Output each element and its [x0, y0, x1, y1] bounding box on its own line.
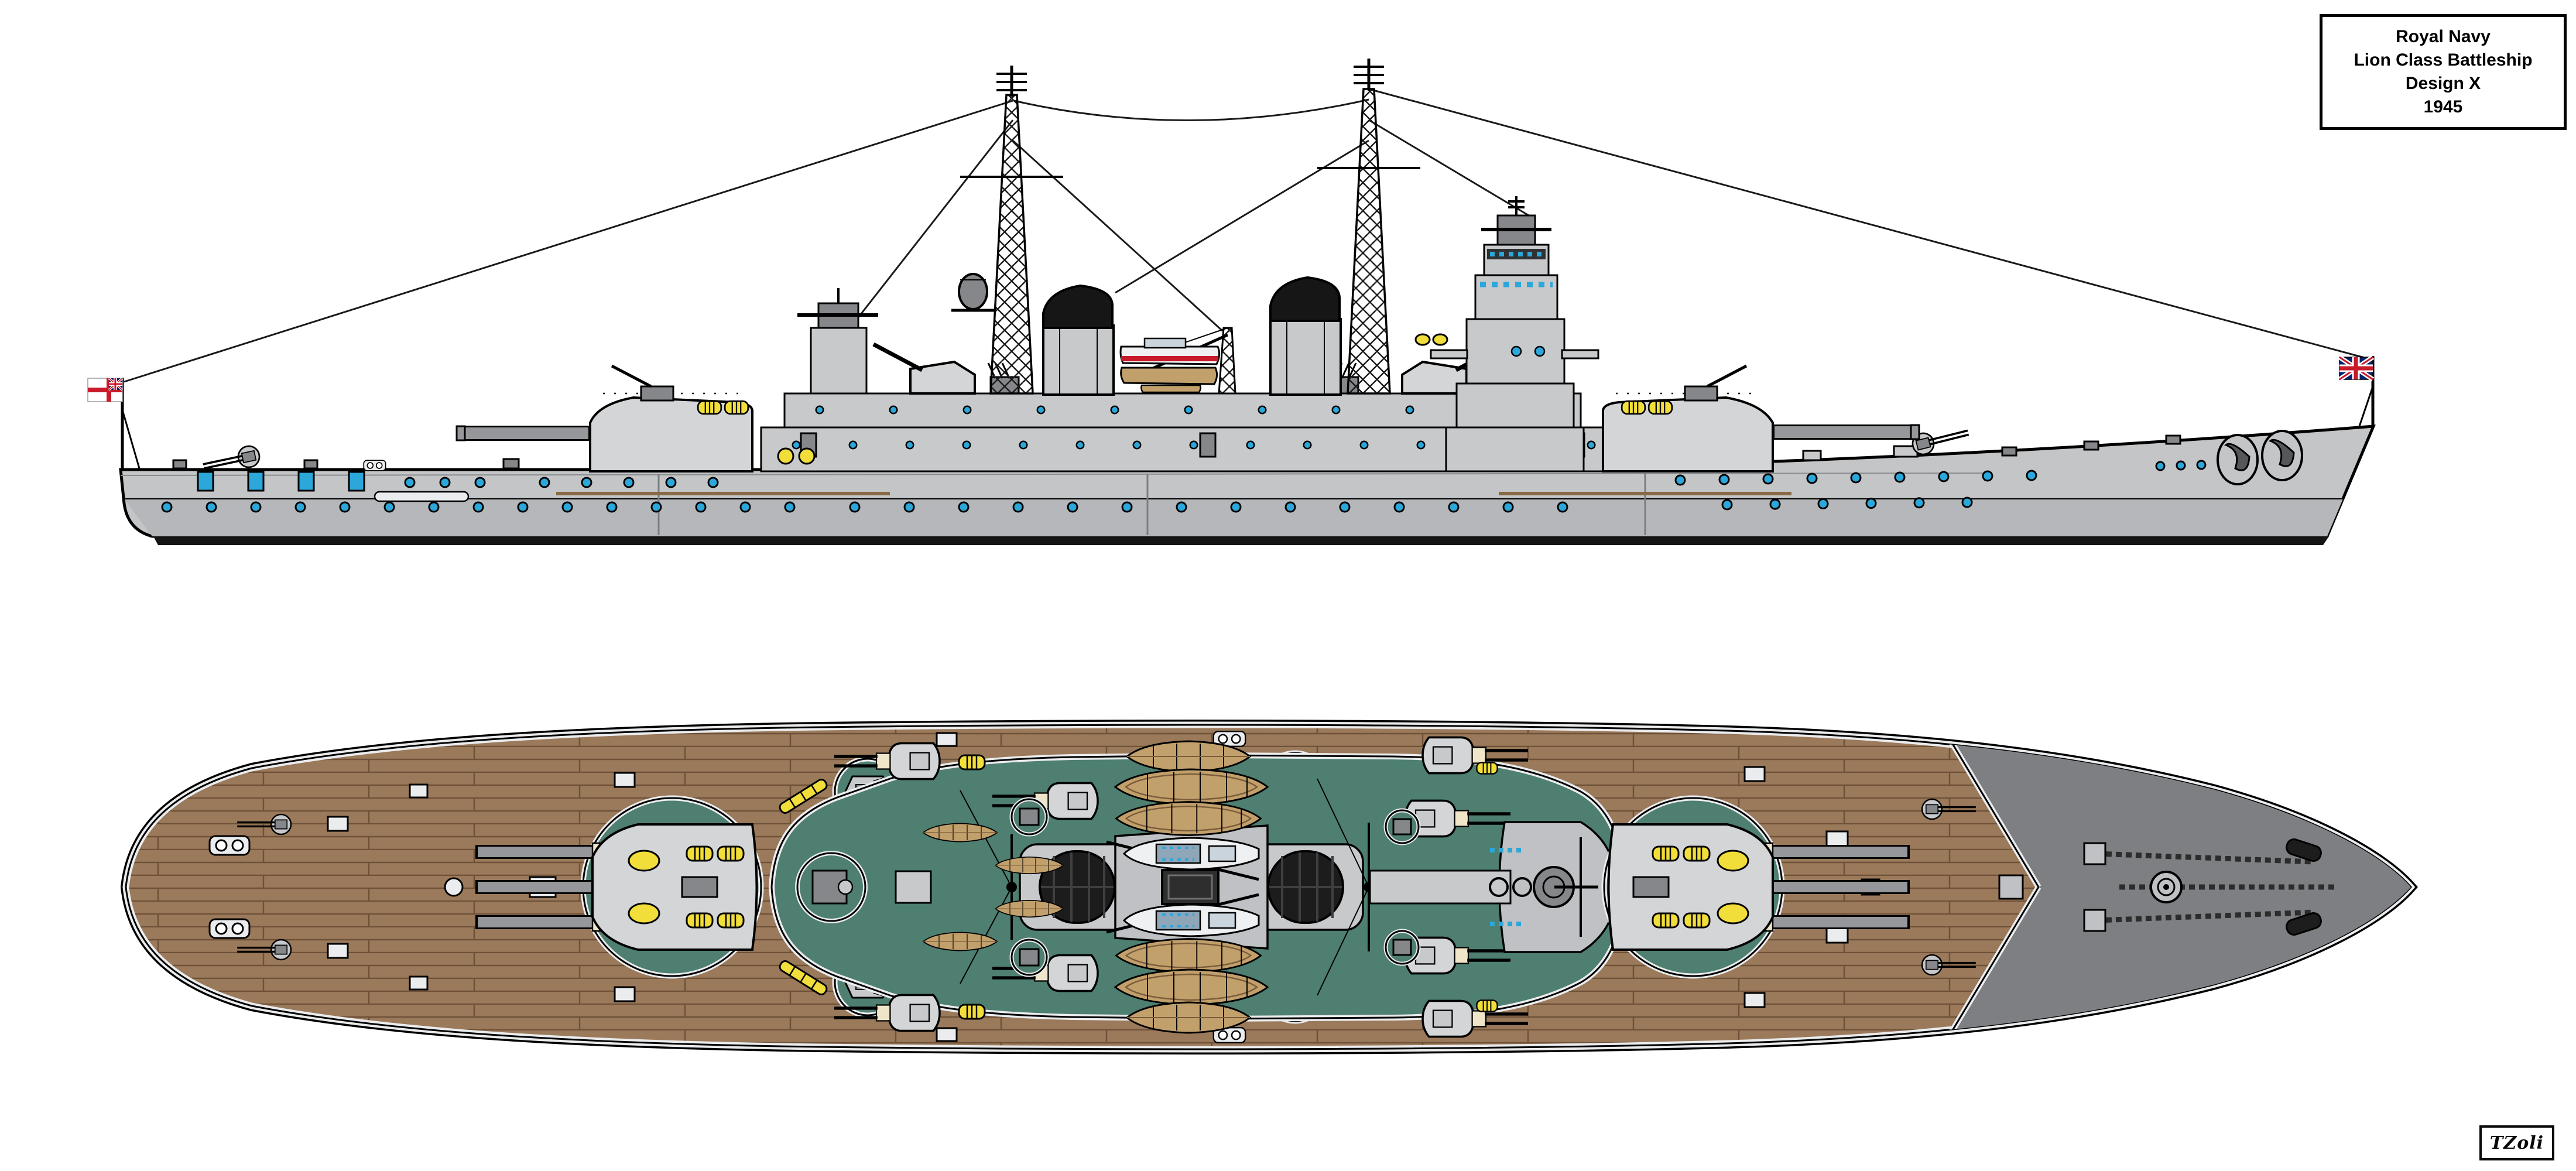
yagi-antenna-icon: [996, 69, 1027, 97]
bridge-plan: [1369, 821, 1618, 953]
bollards: [208, 835, 251, 856]
title-line-year: 1945: [2423, 97, 2463, 117]
aft-funnel-side: [1042, 284, 1115, 396]
secondary-turret-side-aft: [872, 342, 976, 395]
artist-signature-box: TZoli: [2479, 1125, 2554, 1160]
stowed-boats-side: [1119, 337, 1221, 393]
side-profile-view: [87, 59, 2376, 545]
rigging-wires: [124, 88, 2372, 383]
anchor-gear-plan: [1998, 838, 2336, 936]
boat-deck-plan: [923, 740, 1269, 1034]
foremast-lattice: [1317, 59, 1420, 395]
turret-roof-bofors: [611, 364, 674, 402]
mainmast-lattice: [960, 66, 1063, 395]
forward-main-turret-plan: [1601, 795, 1910, 979]
deckhouse-plan: [895, 870, 932, 904]
aft-main-turret-side: [455, 364, 753, 472]
searchlight: [951, 273, 995, 312]
bow-anchors: [2217, 430, 2303, 485]
title-line-class: Lion Class Battleship: [2354, 50, 2533, 70]
forward-main-turret-side: [1602, 364, 1920, 472]
artist-signature: TZoli: [2489, 1132, 2544, 1153]
aft-director-tower: [797, 288, 878, 395]
stern-windows: [197, 471, 365, 492]
rope-coil: [798, 447, 816, 465]
boot-topping: [153, 536, 2329, 545]
deck-edge-floats: [779, 754, 1498, 1020]
bollards: [208, 918, 251, 939]
bridge-tower-side: [1430, 196, 1599, 472]
deck-fittings-side: [172, 434, 2181, 502]
rope-coil: [777, 447, 794, 465]
boat-crane-side: [1122, 327, 1236, 395]
title-box: Royal Navy Lion Class Battleship Design …: [2320, 14, 2567, 130]
bow-jack-staff: [2338, 355, 2375, 427]
deckhouse-02-level: [783, 392, 1582, 429]
white-ensign-icon: [87, 377, 124, 402]
fore-funnel-plan: [1247, 843, 1364, 931]
porthole-rows: [161, 460, 2207, 513]
title-line-design: Design X: [2405, 74, 2481, 93]
aft-main-turret-plan: [475, 795, 764, 979]
stern-ensign-staff: [87, 377, 141, 470]
side-hull: [119, 421, 2376, 545]
searchlight-lens: [1432, 333, 1448, 346]
aft-director-plan: [795, 851, 868, 923]
union-jack-icon: [2338, 355, 2375, 382]
turret-roof-bofors: [1684, 364, 1748, 402]
plan-view: [126, 725, 2424, 1049]
fore-funnel-side: [1269, 276, 1342, 396]
yagi-antenna-icon: [1354, 62, 1384, 91]
searchlight-lens: [1414, 333, 1431, 346]
director-platforms-plan: [1009, 797, 1421, 977]
bridge-director: [1481, 196, 1551, 246]
hull-lower-strake: [124, 499, 2343, 536]
title-line-navy: Royal Navy: [2396, 27, 2491, 46]
